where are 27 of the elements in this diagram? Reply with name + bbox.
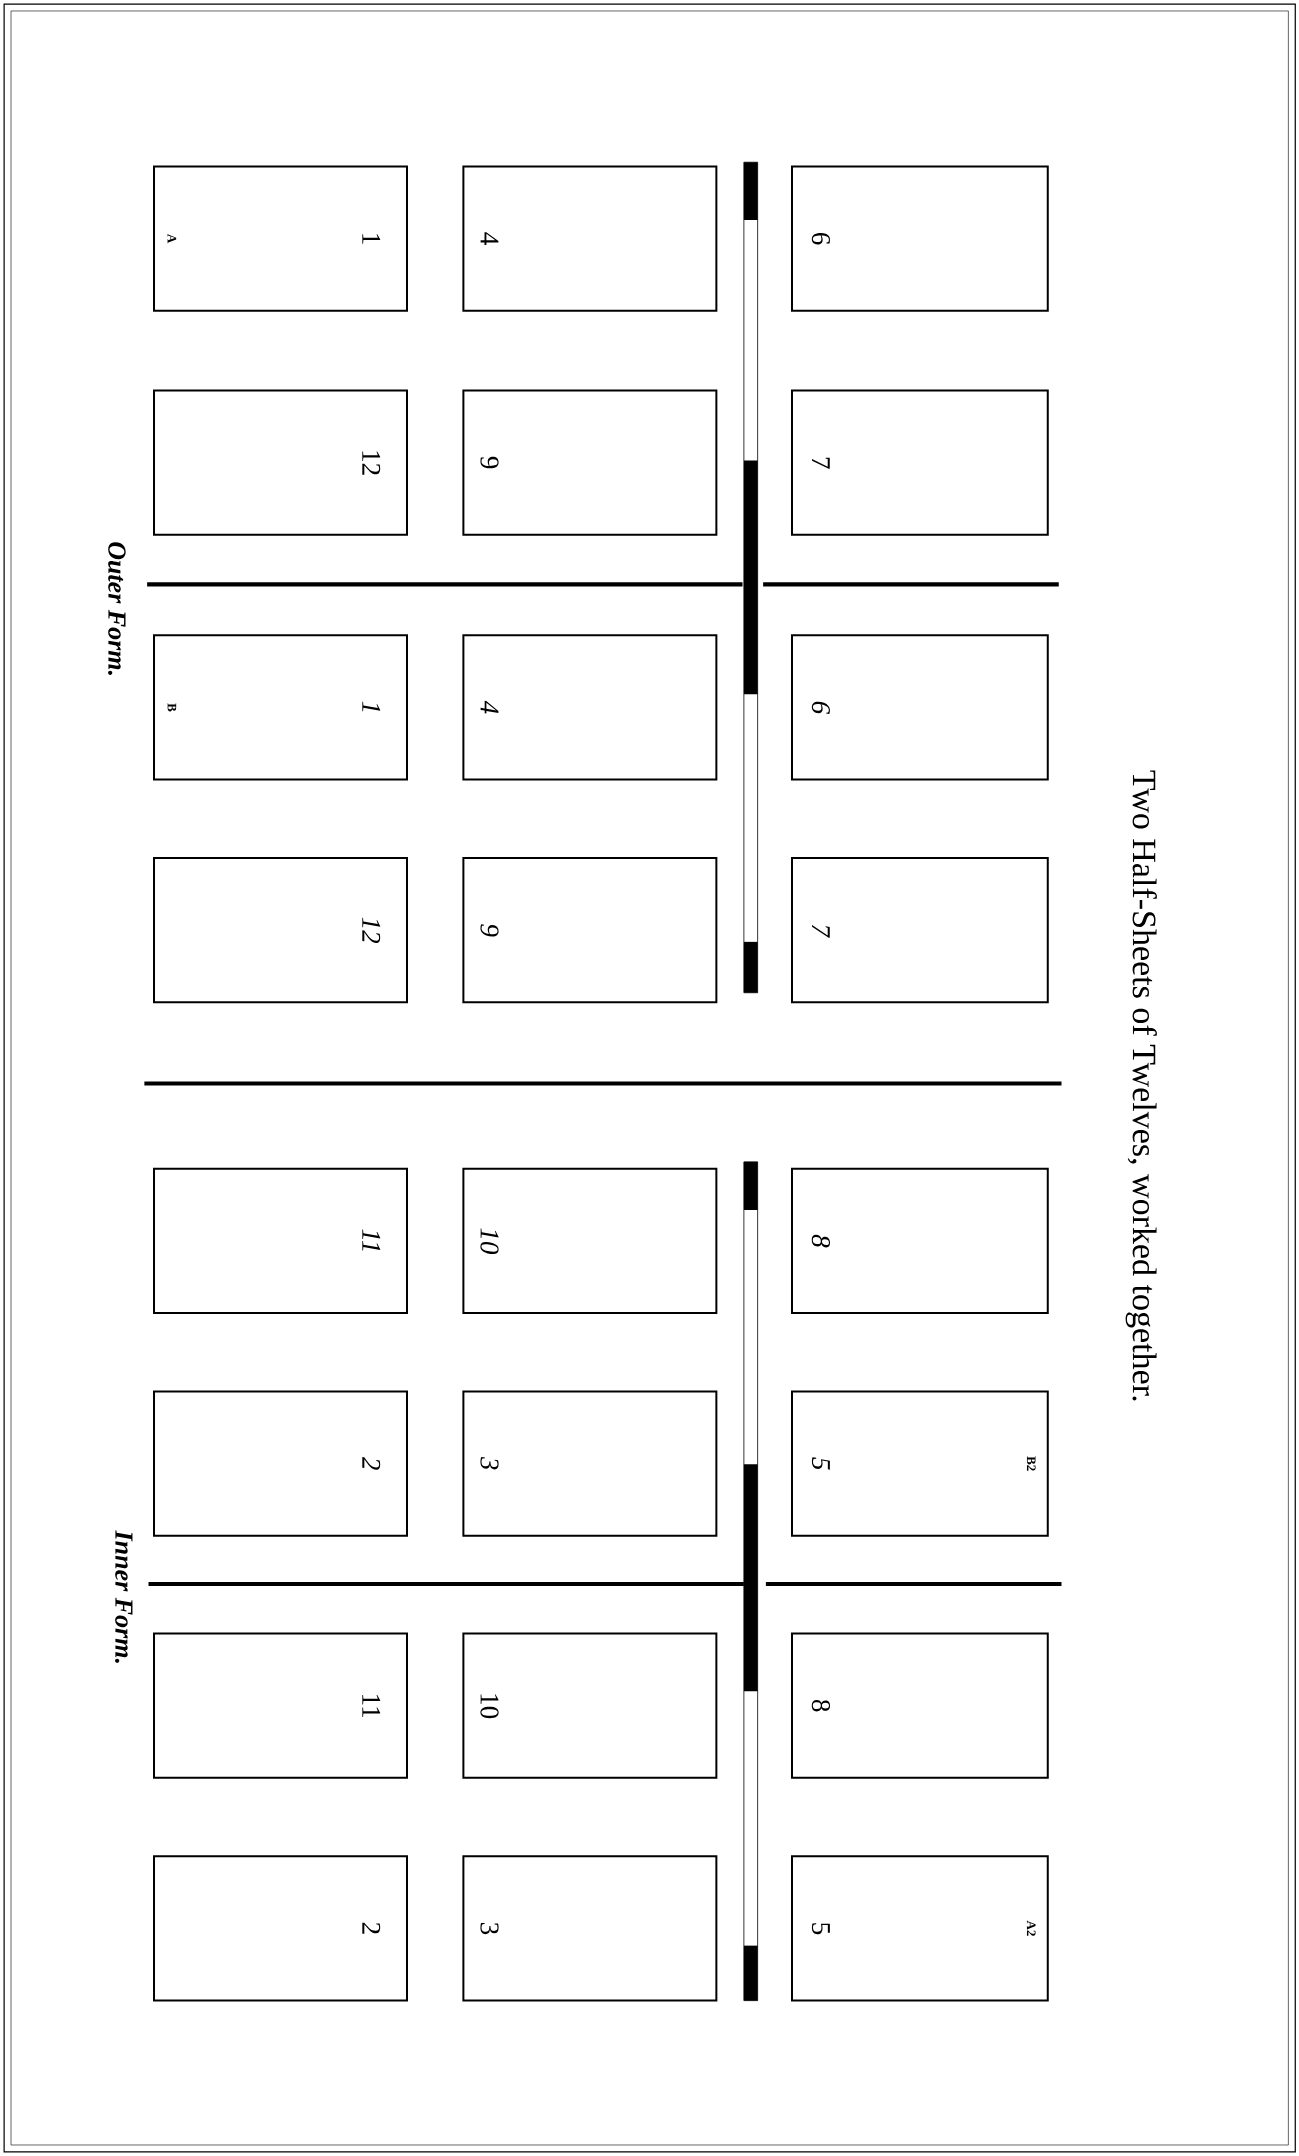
page-box: 3 (462, 1855, 718, 2002)
form-label: Inner Form. (114, 1530, 133, 1663)
page-box: 8 (790, 1632, 1049, 1779)
page-box: 4 (462, 165, 718, 312)
page-box: 7 (790, 857, 1049, 1004)
page-box: 11 (152, 1167, 408, 1315)
page-box: 1 A (152, 165, 408, 312)
page-box: 9 (462, 389, 718, 536)
page-box: 2 (152, 1855, 408, 2002)
page-box: 3 (462, 1390, 718, 1537)
page-box: 2 (152, 1390, 408, 1537)
title: Two Half-Sheets of Twelves, worked together. (1125, 770, 1157, 1401)
page-box: 6 (790, 634, 1049, 781)
page-box: 7 (790, 389, 1049, 536)
page-box: 5 B2 (790, 1390, 1049, 1537)
page-box: 10 (462, 1167, 718, 1315)
page-box: 5 A2 (790, 1855, 1049, 2002)
page-box: 9 (462, 857, 718, 1004)
page-box: 12 (152, 857, 408, 1004)
form-label: Outer Form. (107, 542, 126, 675)
page-box: 8 (790, 1167, 1049, 1315)
page-box: 12 (152, 389, 408, 536)
page-box: 6 (790, 165, 1049, 312)
page-box: 4 (462, 634, 718, 781)
page-box: 10 (462, 1632, 718, 1779)
page-box: 1 B (152, 634, 408, 781)
page-box: 11 (152, 1632, 408, 1779)
